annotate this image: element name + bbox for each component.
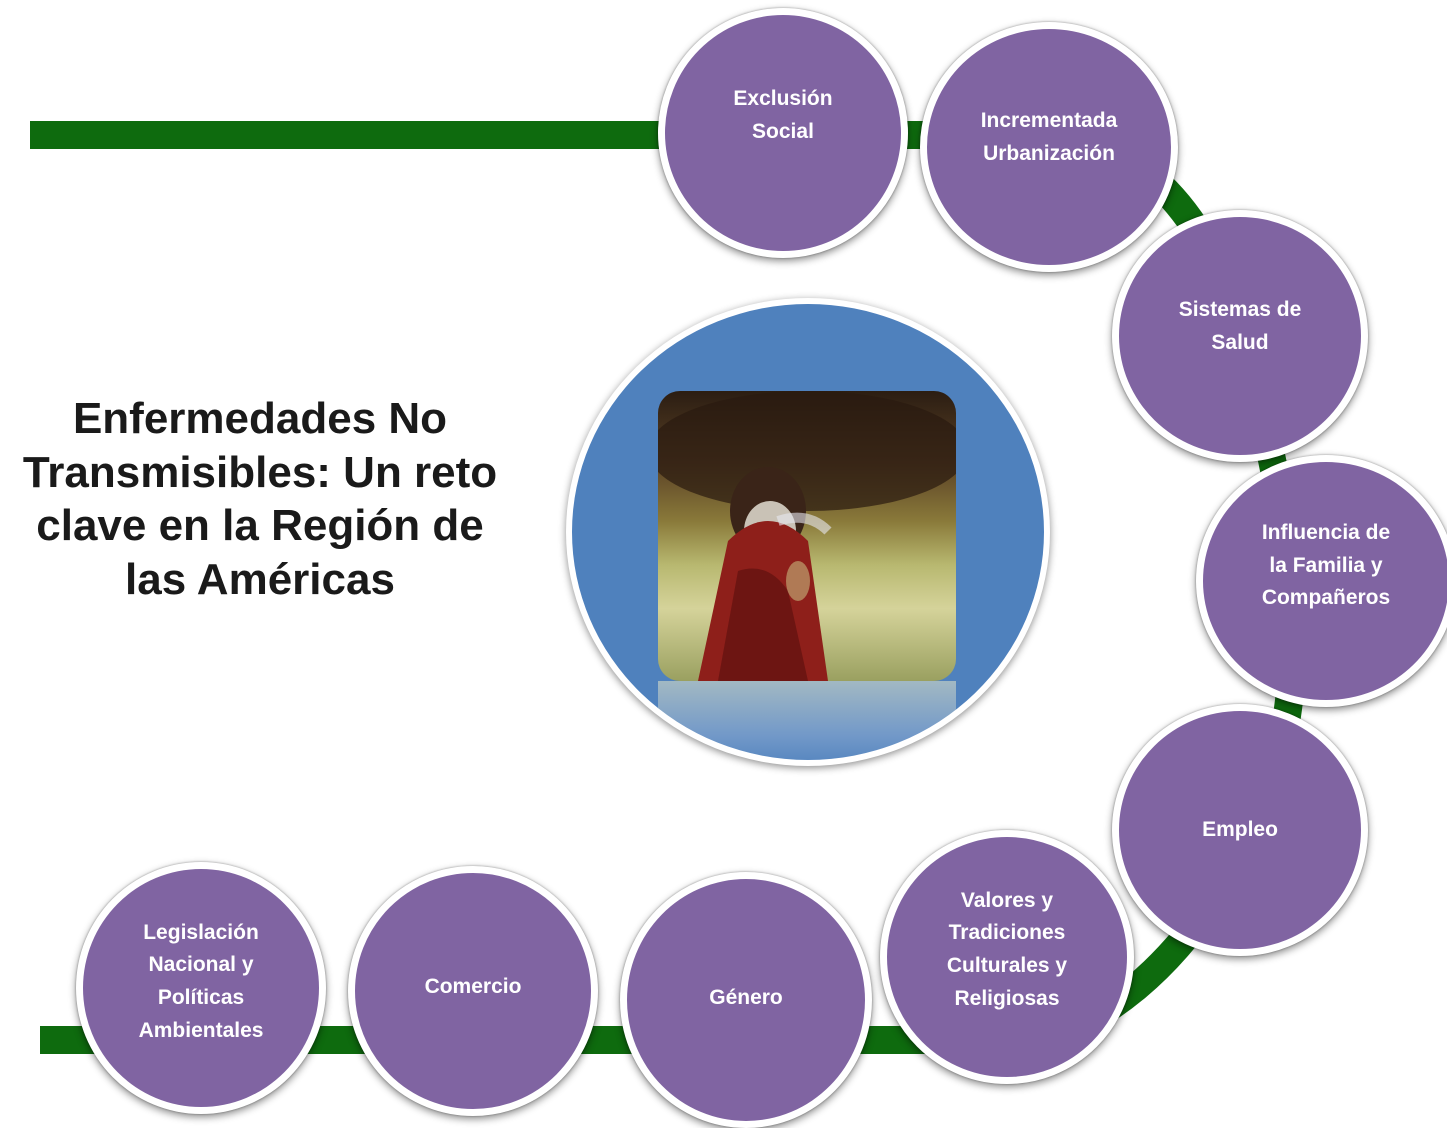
- node-label: Comercio: [424, 974, 522, 998]
- node-legislacion[interactable]: Legislación Nacional y Políticas Ambient…: [76, 862, 326, 1114]
- node-label: Género: [709, 985, 783, 1009]
- node-empleo[interactable]: Empleo: [1112, 704, 1368, 956]
- title-line-4: las Américas: [125, 555, 395, 605]
- node-comercio[interactable]: Comercio: [348, 866, 598, 1116]
- center-image-circle: [566, 298, 1050, 766]
- title-line-3: clave en la Región de: [36, 501, 484, 551]
- node-influencia-familia[interactable]: Influencia de la Familia y Compañeros: [1196, 455, 1447, 707]
- node-label: Sistemas de Salud: [1178, 298, 1302, 354]
- node-label: Exclusión Social: [733, 87, 833, 143]
- node-sistemas-salud[interactable]: Sistemas de Salud: [1112, 210, 1368, 462]
- title-line-1: Enfermedades No: [72, 394, 448, 443]
- photo-icon: [658, 391, 956, 681]
- node-label: Empleo: [1202, 817, 1278, 841]
- node-genero[interactable]: Género: [620, 872, 872, 1128]
- page-title: Enfermedades No Transmisibles: Un reto c…: [0, 392, 520, 607]
- node-label: Legislación Nacional y Políticas Ambient…: [138, 920, 264, 1042]
- node-urbanizacion[interactable]: Incrementada Urbanización: [920, 22, 1178, 272]
- node-label: Influencia de la Familia y Compañeros: [1261, 521, 1391, 610]
- title-line-2: Transmisibles: Un reto: [22, 447, 498, 497]
- node-valores[interactable]: Valores y Tradiciones Culturales y Relig…: [880, 830, 1134, 1084]
- node-label: Incrementada Urbanización: [980, 109, 1118, 165]
- node-exclusion-social[interactable]: Exclusión Social: [658, 8, 908, 258]
- node-label: Valores y Tradiciones Culturales y Relig…: [946, 888, 1068, 1010]
- photo-reflection: [658, 681, 956, 760]
